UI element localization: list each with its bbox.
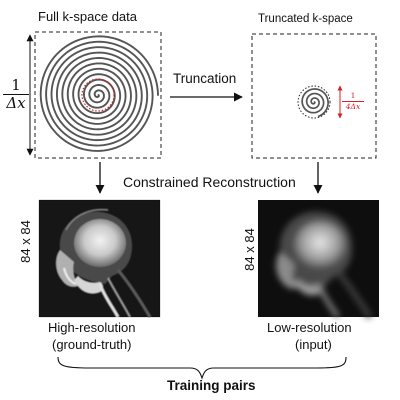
low-res-caption-line1: Low-resolution	[267, 320, 352, 335]
truncated-kspace-frame	[251, 33, 377, 159]
high-resolution-image	[39, 200, 160, 318]
full-kspace-label: Full k-space data	[38, 9, 137, 24]
low-resolution-image	[258, 200, 379, 319]
spiral-trajectory	[39, 35, 159, 152]
spiral-trajectory	[301, 88, 329, 118]
full-extent-numerator: 1	[11, 76, 21, 94]
image-size-label-left: 84 x 84	[17, 220, 33, 263]
truncation-region-marker	[81, 78, 115, 112]
full-kspace-spiral	[39, 35, 159, 152]
full-extent-denominator: Δx	[6, 94, 26, 112]
truncated-extent-denominator: 4Δx	[345, 101, 361, 111]
full-extent-fraction: 1 Δx	[3, 78, 29, 111]
high-res-caption-line1: High-resolution	[48, 320, 136, 335]
truncated-extent-fraction: 1 4Δx	[342, 92, 364, 110]
training-pairs-brace	[57, 356, 347, 380]
truncated-extent-numerator: 1	[350, 91, 356, 100]
low-res-caption-line2: (input)	[295, 337, 332, 352]
training-pairs-label: Training pairs	[167, 378, 256, 393]
truncated-region-marker	[297, 85, 331, 119]
truncation-label: Truncation	[173, 71, 237, 86]
constrained-reconstruction-label: Constrained Reconstruction	[123, 174, 296, 190]
high-res-caption-line2: (ground-truth)	[52, 337, 132, 352]
truncated-kspace-spiral	[301, 88, 329, 118]
image-size-label-right: 84 x 84	[241, 228, 257, 271]
truncated-kspace-label: Truncated k-space	[258, 13, 353, 25]
